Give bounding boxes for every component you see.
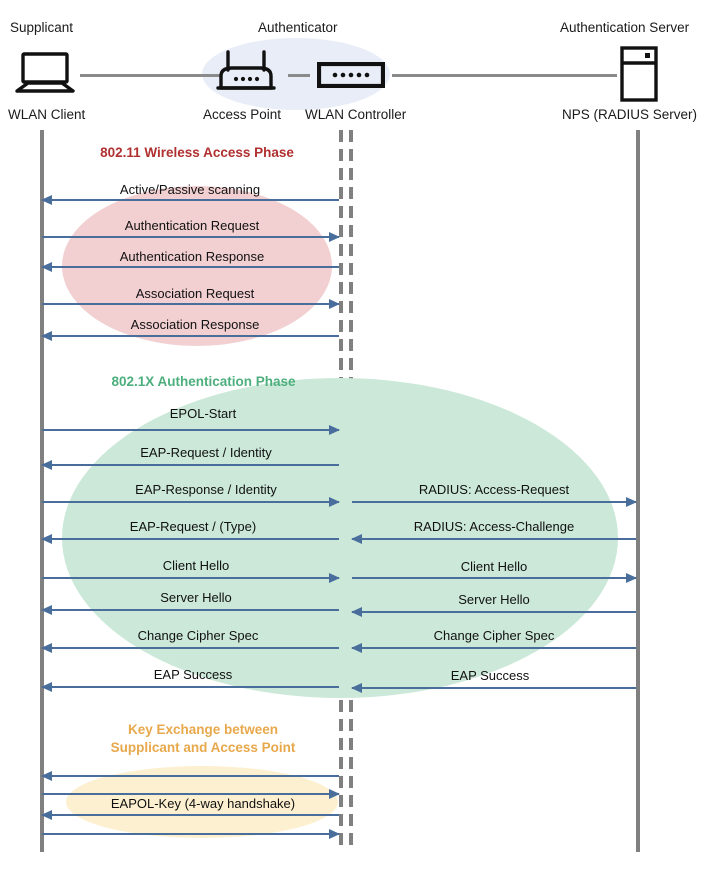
wire-controller-to-server xyxy=(392,74,617,77)
actor-role-authenticator: Authenticator xyxy=(258,20,338,35)
message-label-left-14: EAPOL-Key (4-way handshake) xyxy=(106,796,300,811)
message-arrow-right-2 xyxy=(352,573,637,583)
message-arrow-left-13 xyxy=(41,771,339,781)
message-arrow-left-10 xyxy=(41,605,339,615)
message-arrow-left-16 xyxy=(42,829,340,839)
actor-role-authentication-server: Authentication Server xyxy=(560,20,690,35)
actor-role-supplicant: Supplicant xyxy=(10,20,74,35)
message-label-left-0: Active/Passive scanning xyxy=(119,182,261,197)
message-label-left-9: Client Hello xyxy=(162,558,230,573)
message-arrow-left-4 xyxy=(41,331,339,341)
lifeline-authentication-server xyxy=(636,130,640,852)
message-label-left-8: EAP-Request / (Type) xyxy=(129,519,257,534)
phase-1-title: 802.11 Wireless Access Phase xyxy=(100,145,294,160)
message-arrow-left-6 xyxy=(41,460,339,470)
access-point-icon xyxy=(216,50,276,96)
message-arrow-left-9 xyxy=(42,573,340,583)
wire-client-to-ap xyxy=(80,74,220,77)
message-label-right-5: EAP Success xyxy=(450,668,530,683)
message-arrow-right-3 xyxy=(351,607,636,617)
message-label-left-4: Association Response xyxy=(130,317,260,332)
message-label-left-10: Server Hello xyxy=(160,590,232,605)
message-label-right-2: Client Hello xyxy=(460,559,528,574)
message-arrow-left-8 xyxy=(41,534,339,544)
message-arrow-left-14 xyxy=(42,789,340,799)
server-icon xyxy=(620,46,658,102)
phase-3-title-line1: Key Exchange between xyxy=(127,722,279,737)
message-label-left-6: EAP-Request / Identity xyxy=(140,445,272,460)
message-label-left-7: EAP-Response / Identity xyxy=(135,482,277,497)
message-arrow-left-15 xyxy=(41,810,339,820)
message-arrow-right-0 xyxy=(352,497,637,507)
message-label-left-2: Authentication Response xyxy=(119,249,265,264)
lifeline-supplicant xyxy=(40,130,44,852)
message-arrow-right-5 xyxy=(351,683,636,693)
message-label-right-3: Server Hello xyxy=(458,592,530,607)
actor-device-access-point: Access Point xyxy=(203,107,282,122)
phase-3-title-line2: Supplicant and Access Point xyxy=(110,740,296,756)
message-arrow-left-7 xyxy=(42,497,340,507)
message-arrow-left-5 xyxy=(42,425,340,435)
message-label-right-1: RADIUS: Access-Challenge xyxy=(413,519,575,534)
actor-device-nps-radius-server: NPS (RADIUS Server) xyxy=(562,107,698,122)
message-label-right-4: Change Cipher Spec xyxy=(433,628,555,643)
message-arrow-right-1 xyxy=(351,534,636,544)
message-label-left-12: EAP Success xyxy=(153,667,233,682)
message-arrow-left-2 xyxy=(41,262,339,272)
wlan-controller-icon xyxy=(317,62,385,88)
phase-3-title: Key Exchange between Supplicant and Acce… xyxy=(78,721,328,757)
message-label-right-0: RADIUS: Access-Request xyxy=(418,482,570,497)
message-arrow-left-1 xyxy=(42,232,340,242)
phase-2-title: 802.1X Authentication Phase xyxy=(111,374,296,389)
actor-device-wlan-controller: WLAN Controller xyxy=(305,107,407,122)
wire-ap-to-controller xyxy=(288,74,310,77)
message-label-left-11: Change Cipher Spec xyxy=(137,628,259,643)
message-label-left-5: EPOL-Start xyxy=(169,406,237,421)
message-arrow-right-4 xyxy=(351,643,636,653)
message-arrow-left-0 xyxy=(41,195,339,205)
message-arrow-left-12 xyxy=(41,682,339,692)
laptop-icon xyxy=(14,52,76,94)
actor-device-wlan-client: WLAN Client xyxy=(8,107,86,122)
message-label-left-3: Association Request xyxy=(135,286,255,301)
message-arrow-left-3 xyxy=(42,299,340,309)
message-label-left-1: Authentication Request xyxy=(124,218,260,233)
message-arrow-left-11 xyxy=(41,643,339,653)
